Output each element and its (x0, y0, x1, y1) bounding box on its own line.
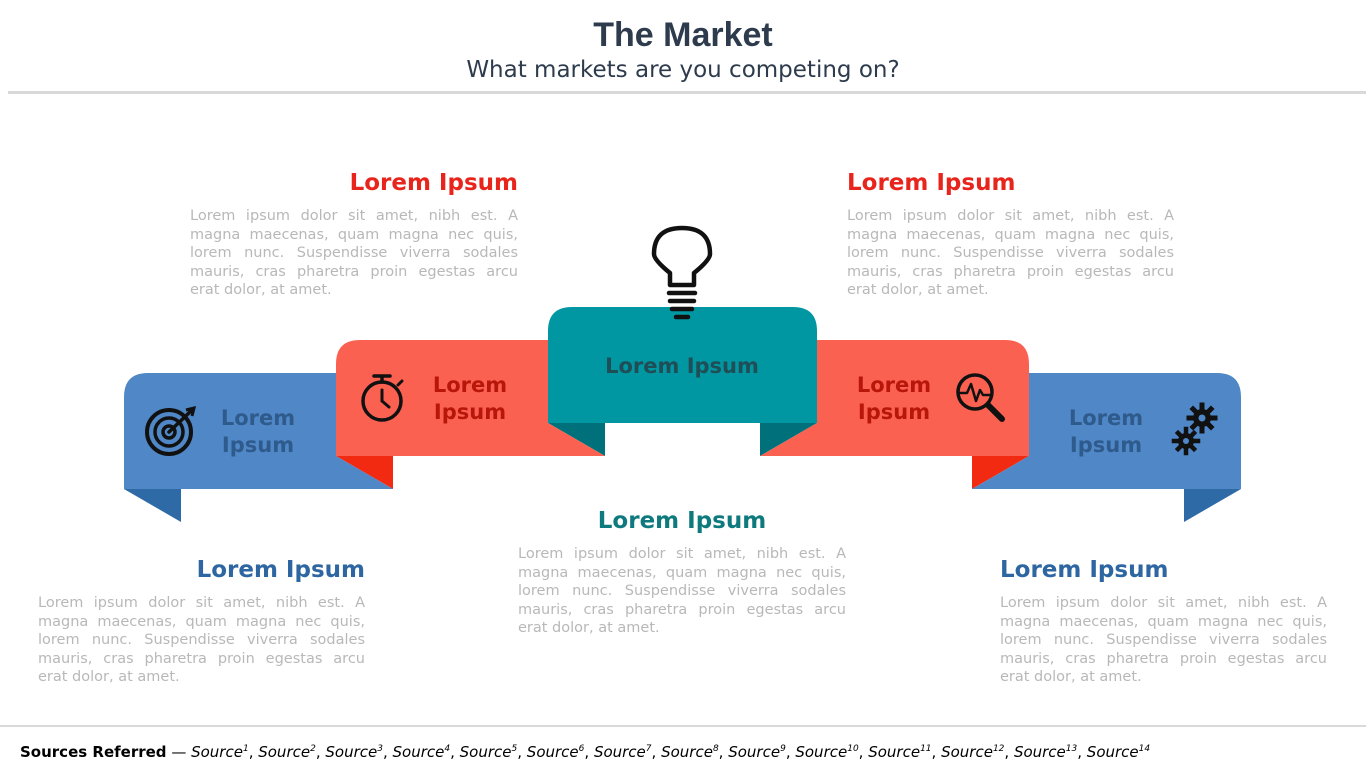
ribbon-left-blue (124, 373, 393, 489)
source-sup: 12 (992, 744, 1005, 754)
sources-label: Sources Referred (20, 743, 167, 761)
source-link-5[interactable]: Source5 (459, 743, 518, 761)
ribbon-label-4: Lorem Ipsum (856, 373, 932, 424)
block-text: Lorem ipsum dolor sit amet, nibh est. A … (518, 546, 846, 637)
source-sup: 10 (847, 744, 859, 754)
ribbon-center-teal (548, 307, 817, 423)
ribbon-right-red (760, 340, 1029, 456)
footer-divider (0, 725, 1366, 727)
source-link-4[interactable]: Source4 (392, 743, 451, 761)
source-sup: 3 (377, 744, 383, 754)
source-sup: 14 (1138, 744, 1151, 754)
ribbon-label-5: Lorem Ipsum (1068, 406, 1144, 457)
stopwatch-icon (361, 374, 404, 422)
source-link-7[interactable]: Source7 (593, 743, 652, 761)
block-title: Lorem Ipsum (1000, 557, 1169, 583)
source-sup: 6 (578, 744, 585, 754)
source-link-11[interactable]: Source11 (868, 743, 932, 761)
source-link-14[interactable]: Source14 (1086, 743, 1151, 761)
block-text: Lorem ipsum dolor sit amet, nibh est. A … (190, 208, 518, 299)
source-list: Source1, Source2, Source3, Source4, Sour… (191, 743, 1151, 761)
ribbon-label-3: Lorem Ipsum (605, 354, 759, 378)
source-sup: 8 (712, 744, 719, 754)
source-sup: 5 (511, 744, 518, 754)
text-block-bottom-left: Lorem Ipsum Lorem ipsum dolor sit amet, … (38, 556, 365, 687)
page-subtitle: What markets are you competing on? (466, 57, 900, 83)
source-link-3[interactable]: Source3 (325, 743, 383, 761)
source-sup: 2 (310, 744, 316, 754)
text-block-center: Lorem Ipsum Lorem ipsum dolor sit amet, … (518, 507, 846, 638)
source-sup: 1 (242, 744, 249, 754)
ribbon-left-red (336, 340, 605, 456)
block-title: Lorem Ipsum (597, 508, 767, 534)
source-link-9[interactable]: Source9 (728, 743, 786, 761)
source-sup: 4 (444, 744, 451, 754)
source-link-8[interactable]: Source8 (661, 743, 719, 761)
block-text: Lorem ipsum dolor sit amet, nibh est. A … (38, 595, 365, 686)
source-link-10[interactable]: Source10 (795, 743, 859, 761)
ribbon-fold-left-blue (124, 489, 181, 522)
source-sup: 9 (780, 744, 786, 754)
block-text: Lorem ipsum dolor sit amet, nibh est. A … (847, 208, 1174, 299)
block-title: Lorem Ipsum (349, 170, 518, 196)
source-sup: 7 (645, 744, 652, 754)
block-title: Lorem Ipsum (196, 557, 365, 583)
header-divider (8, 91, 1366, 94)
ribbon-label-2: Lorem Ipsum (432, 373, 508, 424)
source-sup: 11 (920, 744, 932, 754)
magnifier-pulse-icon (956, 373, 1005, 422)
source-link-12[interactable]: Source12 (941, 743, 1005, 761)
gears-icon (1171, 402, 1218, 456)
sources-dash: — (171, 743, 187, 761)
text-block-bottom-right: Lorem Ipsum Lorem ipsum dolor sit amet, … (1000, 556, 1327, 687)
source-link-1[interactable]: Source1 (191, 743, 249, 761)
ribbon-label-1: Lorem Ipsum (220, 406, 296, 457)
block-text: Lorem ipsum dolor sit amet, nibh est. A … (1000, 595, 1327, 686)
source-link-2[interactable]: Source2 (258, 743, 316, 761)
text-block-top-left: Lorem Ipsum Lorem ipsum dolor sit amet, … (190, 169, 518, 300)
lightbulb-icon (651, 225, 713, 320)
source-link-13[interactable]: Source13 (1013, 743, 1078, 761)
target-icon (145, 405, 197, 456)
ribbon-fold-right-blue (1184, 489, 1241, 522)
ribbon-right-blue (972, 373, 1241, 489)
text-block-top-right: Lorem Ipsum Lorem ipsum dolor sit amet, … (847, 169, 1174, 300)
block-title: Lorem Ipsum (847, 170, 1016, 196)
page-title: The Market (593, 16, 773, 54)
sources-footer: Sources Referred — Source1, Source2, Sou… (20, 738, 1150, 763)
source-link-6[interactable]: Source6 (526, 743, 585, 761)
source-sup: 13 (1065, 744, 1078, 754)
